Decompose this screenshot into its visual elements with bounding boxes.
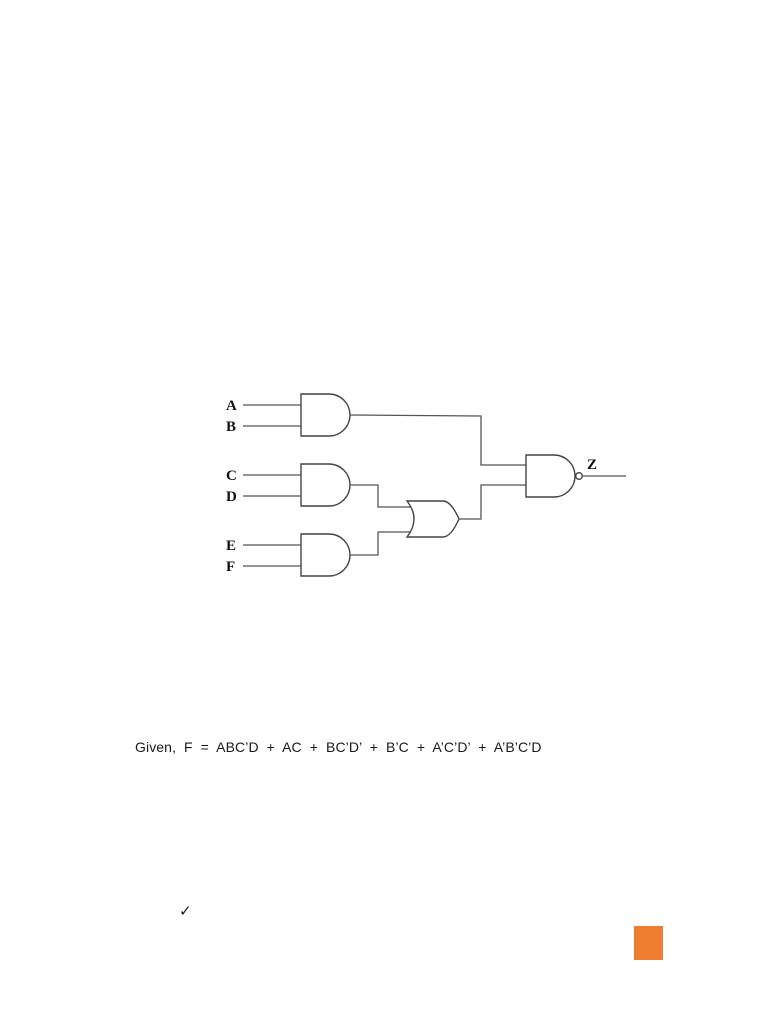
checkmark-icon: ✓ (179, 902, 192, 920)
input-label-e: E (226, 538, 236, 554)
wire-or-to-nand (459, 484, 526, 520)
wire-and1-to-nand (349, 414, 526, 466)
input-label-b: B (226, 419, 236, 435)
or-gate (405, 500, 460, 538)
and-gate-cd (300, 463, 351, 507)
boolean-expression: Given, F = ABC’D + AC + BC’D’ + B’C + A’… (135, 739, 542, 755)
input-label-f: F (226, 559, 235, 575)
and-gate-ef (300, 533, 351, 577)
logic-circuit-diagram: A B C D E F (215, 385, 635, 585)
input-label-d: D (226, 489, 237, 505)
circuit-svg: A B C D E F (226, 393, 626, 577)
input-label-a: A (226, 398, 237, 414)
nand-gate (525, 454, 576, 498)
input-label-c: C (226, 468, 237, 484)
output-label-z: Z (587, 457, 597, 473)
wire-and3-to-or (350, 531, 414, 556)
page-corner-marker (634, 926, 663, 960)
and-gate-ab (300, 393, 351, 437)
nand-bubble (575, 471, 584, 480)
wire-and2-to-or (350, 484, 414, 508)
